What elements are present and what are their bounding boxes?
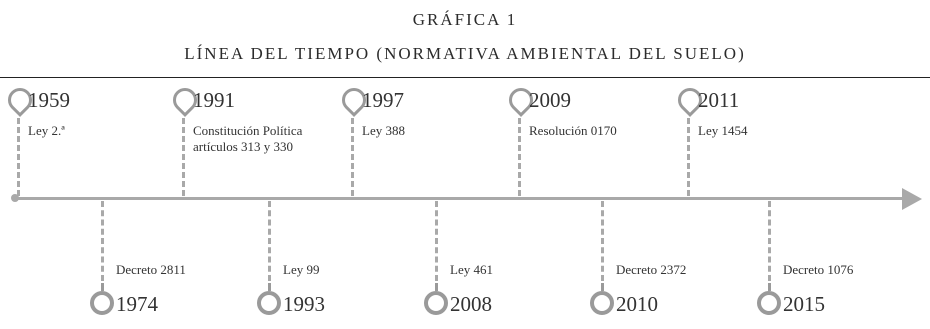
event-label: Ley 461	[450, 262, 493, 277]
event-connector	[768, 201, 771, 281]
event-label: Ley 388	[362, 123, 405, 138]
event-label: Decreto 2372	[616, 262, 687, 277]
timeline-axis	[18, 197, 904, 200]
event-label: Decreto 1076	[783, 262, 854, 277]
location-marker-icon	[90, 291, 114, 315]
event-label: Ley 1454	[698, 123, 748, 138]
figure-title: GRÁFICA 1	[412, 10, 518, 29]
event-connector	[17, 118, 20, 196]
event-connector	[101, 201, 104, 281]
location-marker-icon	[590, 291, 614, 315]
event-year: 1993	[283, 292, 325, 316]
event-label: Ley 2.ª	[28, 123, 65, 138]
location-marker-icon	[424, 291, 448, 315]
event-year: 2015	[783, 292, 825, 316]
timeline-arrow-icon	[902, 188, 922, 210]
location-marker-stem	[601, 283, 604, 291]
event-label: Resolución 0170	[529, 123, 617, 138]
event-label: Decreto 2811	[116, 262, 186, 277]
location-marker-stem	[268, 283, 271, 291]
event-year: 2011	[698, 88, 740, 112]
event-connector	[435, 201, 438, 281]
location-marker-stem	[435, 283, 438, 291]
event-year: 1974	[116, 292, 158, 316]
location-marker-stem	[768, 283, 771, 291]
event-connector	[351, 118, 354, 196]
event-year: 2008	[450, 292, 492, 316]
timeline-start-dot	[11, 194, 19, 202]
location-marker-icon	[257, 291, 281, 315]
event-connector	[518, 118, 521, 196]
figure-subtitle: LÍNEA DEL TIEMPO (NORMATIVA AMBIENTAL DE…	[184, 44, 746, 63]
event-label: Ley 99	[283, 262, 320, 277]
event-connector	[687, 118, 690, 196]
event-connector	[601, 201, 604, 281]
event-connector	[268, 201, 271, 281]
event-year: 1959	[28, 88, 70, 112]
event-year: 2009	[529, 88, 571, 112]
location-marker-stem	[101, 283, 104, 291]
event-year: 1991	[193, 88, 235, 112]
title-divider	[0, 77, 930, 78]
event-year: 1997	[362, 88, 404, 112]
event-connector	[182, 118, 185, 196]
location-marker-icon	[757, 291, 781, 315]
event-label: Constitución Política artículos 313 y 33…	[193, 123, 303, 154]
event-year: 2010	[616, 292, 658, 316]
